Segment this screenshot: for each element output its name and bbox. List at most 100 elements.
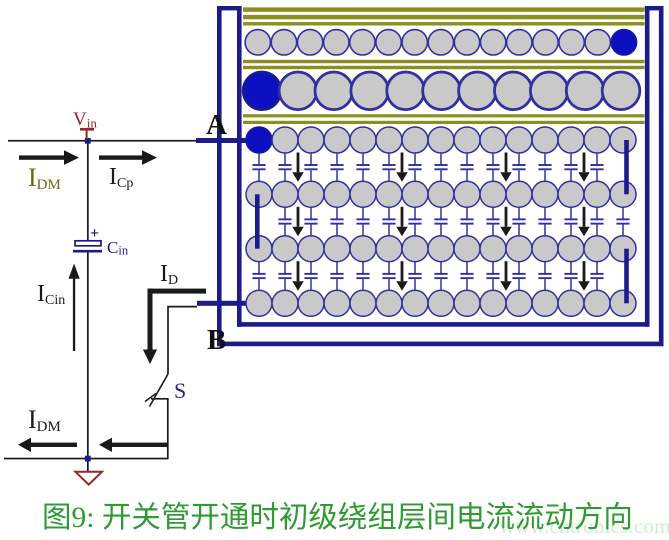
- capacitor-plate: [512, 222, 526, 225]
- layer-connector-bar: [624, 140, 629, 195]
- capacitor-plate: [252, 272, 266, 275]
- capacitor-plate: [356, 272, 370, 275]
- capacitor-lead: [388, 260, 390, 275]
- interlayer-current-arrow-shaft: [296, 152, 300, 173]
- capacitor-lead: [544, 224, 546, 238]
- capacitor-plate: [460, 168, 474, 171]
- interlayer-current-arrow-shaft: [582, 206, 586, 227]
- capacitor-plate: [590, 222, 604, 225]
- capacitor-plate: [538, 168, 552, 171]
- capacitor-lead: [362, 260, 364, 275]
- capacitor-lead: [622, 205, 624, 221]
- switch-label: S: [174, 378, 186, 403]
- bias-winding-row-turn: [270, 28, 298, 56]
- primary-layer-4-turn: [323, 289, 351, 318]
- capacitor-lead: [440, 224, 442, 238]
- secondary-winding-row-turn: [241, 70, 283, 111]
- capacitor-lead: [362, 170, 364, 183]
- bias-winding-row-turn: [531, 28, 559, 56]
- primary-layer-3-turn: [583, 234, 611, 263]
- capacitor-plate: [434, 222, 448, 225]
- capacitor-lead: [388, 279, 390, 292]
- interlayer-current-arrow-head: [578, 281, 590, 291]
- primary-layer-2-turn: [427, 180, 455, 209]
- primary-layer-4-turn: [505, 289, 533, 318]
- primary-layer-3-turn: [427, 234, 455, 263]
- capacitor-plate: [408, 168, 422, 171]
- capacitor-lead: [310, 224, 312, 238]
- capacitor-lead: [596, 170, 598, 183]
- primary-layer-4-turn: [297, 289, 325, 318]
- capacitor-plate: [460, 277, 474, 280]
- switch-upper-wire: [167, 305, 197, 374]
- primary-layer-4-turn: [375, 289, 403, 318]
- capacitor-lead: [414, 224, 416, 238]
- bias-winding-row-turn: [558, 28, 586, 56]
- interlayer-current-arrow-head: [578, 172, 590, 182]
- capacitor-plate: [538, 272, 552, 275]
- primary-layer-4-turn: [479, 289, 507, 318]
- capacitor-lead: [388, 151, 390, 166]
- capacitor-lead: [518, 170, 520, 183]
- capacitor-plate: [408, 222, 422, 225]
- primary-layer-2-turn: [609, 180, 637, 209]
- bias-winding-row-turn: [453, 28, 481, 56]
- cin-bottom-plate: [73, 249, 102, 253]
- terminal-a-wire: [196, 138, 261, 143]
- idm-bottom-arrow-right: [99, 437, 167, 452]
- capacitor-lead: [570, 224, 572, 238]
- bias-winding-row-turn: [348, 28, 376, 56]
- capacitor-lead: [570, 205, 572, 221]
- capacitor-plate: [486, 168, 500, 171]
- secondary-winding-row-turn: [421, 70, 462, 111]
- bobbin-frame-bar: [644, 6, 664, 11]
- interlayer-current-arrow-head: [292, 281, 304, 291]
- capacitor-plate: [590, 272, 604, 275]
- capacitor-lead: [492, 260, 494, 275]
- capacitor-lead: [284, 151, 286, 166]
- insulation-tape-line: [243, 22, 645, 26]
- primary-layer-4-turn: [245, 289, 273, 318]
- capacitor-lead: [492, 224, 494, 238]
- bias-winding-row-turn: [244, 28, 272, 56]
- insulation-tape-line: [243, 65, 645, 70]
- capacitor-lead: [596, 260, 598, 275]
- capacitor-plate: [538, 164, 552, 166]
- primary-layer-3-turn: [557, 234, 585, 263]
- capacitor-plate: [512, 168, 526, 171]
- capacitor-plate: [382, 222, 396, 225]
- capacitor-lead: [544, 279, 546, 292]
- bias-winding-row-turn: [427, 28, 455, 56]
- capacitor-lead: [414, 279, 416, 292]
- capacitor-lead: [466, 224, 468, 238]
- bias-winding-row-turn: [375, 28, 403, 56]
- terminal-b-label: B: [207, 324, 226, 356]
- capacitor-lead: [596, 224, 598, 238]
- primary-layer-2-turn: [297, 180, 325, 209]
- primary-layer-1-turn: [297, 126, 325, 154]
- capacitor-lead: [414, 260, 416, 275]
- primary-layer-4-turn: [349, 289, 377, 318]
- interlayer-current-arrow-head: [396, 172, 408, 182]
- switch-blade-tick: [144, 392, 157, 403]
- capacitor-lead: [310, 170, 312, 183]
- capacitor-lead: [336, 151, 338, 166]
- interlayer-current-arrow-shaft: [296, 206, 300, 227]
- capacitor-plate: [486, 164, 500, 166]
- idm-top-arrow: [19, 150, 79, 165]
- primary-layer-1-turn: [427, 126, 455, 154]
- secondary-winding-row-turn: [277, 70, 319, 111]
- secondary-winding-row-turn: [600, 70, 642, 111]
- capacitor-plate: [486, 277, 500, 280]
- capacitor-lead: [414, 170, 416, 183]
- capacitor-plate: [408, 218, 422, 221]
- primary-layer-1-turn: [479, 126, 507, 154]
- primary-layer-3-turn: [531, 234, 559, 263]
- secondary-winding-row-turn: [385, 70, 426, 111]
- capacitor-plate: [304, 272, 318, 275]
- switch-blade: [148, 373, 169, 407]
- interlayer-current-arrow-shaft: [582, 152, 586, 173]
- capacitor-plate: [382, 277, 396, 280]
- interlayer-current-arrow-shaft: [582, 261, 586, 282]
- layer-connector-bar: [255, 194, 260, 249]
